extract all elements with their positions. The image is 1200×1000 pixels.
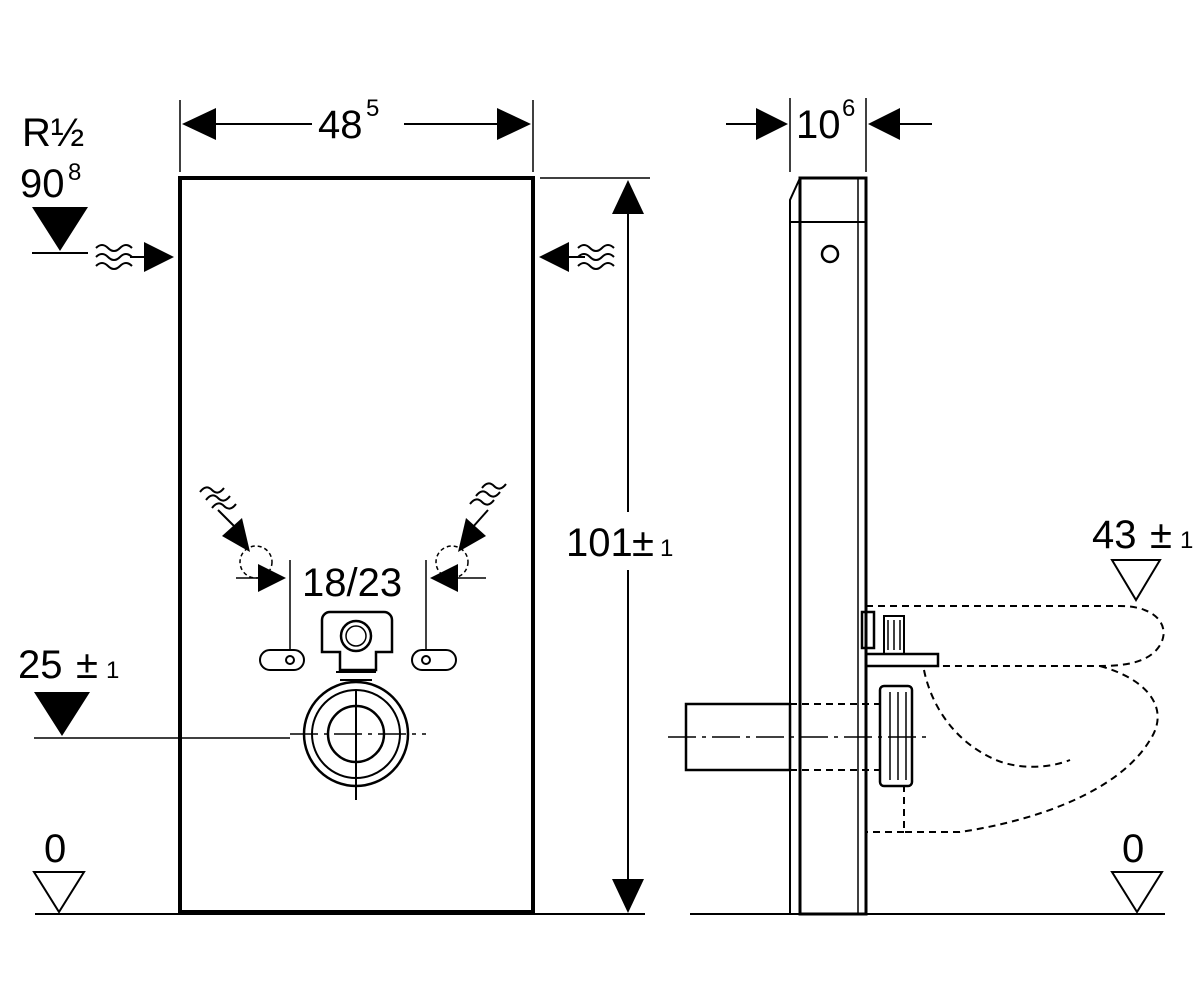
supply-height-label: 90 — [20, 162, 65, 206]
flush-button-icon — [820, 244, 840, 264]
supply-height-sup: 8 — [68, 159, 81, 186]
toilet-bowl-outline — [866, 605, 1165, 833]
water-inlet-right-icon — [539, 242, 615, 272]
side-view: 10 6 43 ± — [668, 95, 1193, 916]
floor-label-front: 0 — [44, 827, 66, 871]
width-label-sup: 5 — [366, 95, 379, 122]
supply-label: R½ 90 8 — [20, 111, 88, 254]
waste-outlet — [290, 610, 426, 800]
waste-pipe-side — [668, 684, 930, 788]
mounting-slot-left — [259, 649, 305, 671]
height-label: 101 — [566, 521, 633, 565]
floor-label-side: 0 — [1122, 827, 1144, 871]
bowl-height: 43 — [1092, 513, 1137, 557]
outlet-tol: ± — [76, 643, 98, 687]
floor-level-side: 0 — [1110, 827, 1164, 914]
width-dimension: 48 5 — [179, 95, 534, 172]
outlet-tol-sub: 1 — [106, 657, 119, 684]
level-triangle-outline-icon — [1110, 871, 1164, 914]
bowl-height-label: 43 ± 1 — [1092, 513, 1193, 602]
level-triangle-icon — [34, 692, 90, 736]
outlet-height-label: 25 ± 1 — [18, 643, 290, 739]
spacing-dimension: 18/23 — [236, 560, 486, 650]
level-triangle-outline-icon — [1110, 559, 1162, 602]
level-triangle-icon — [32, 207, 88, 251]
height-tol-sub: 1 — [660, 535, 673, 562]
bowl-bracket — [860, 610, 876, 650]
depth-dimension: 10 6 — [726, 95, 932, 172]
floor-level-front: 0 — [32, 827, 86, 914]
outlet-height: 25 — [18, 643, 63, 687]
thread-label: R½ — [22, 111, 84, 155]
water-inlet-left-icon — [95, 242, 174, 272]
bowl-height-tol: ± — [1150, 513, 1172, 557]
bowl-height-tol-sub: 1 — [1180, 527, 1193, 554]
spacing-label: 18/23 — [302, 561, 402, 605]
depth-label: 10 — [796, 103, 841, 147]
width-label: 48 — [318, 103, 363, 147]
level-triangle-outline-icon — [32, 871, 86, 914]
height-dimension: 101 ± 1 — [540, 177, 695, 913]
module-side-profile — [798, 176, 868, 916]
height-tol: ± — [632, 521, 654, 565]
front-panel — [178, 176, 535, 914]
front-view: 48 5 R½ 90 8 1 — [18, 95, 695, 915]
depth-label-sup: 6 — [842, 95, 855, 122]
supply-arrow-right-icon — [435, 482, 507, 579]
mounting-slot-right — [411, 649, 457, 671]
supply-arrow-left-icon — [199, 486, 273, 579]
